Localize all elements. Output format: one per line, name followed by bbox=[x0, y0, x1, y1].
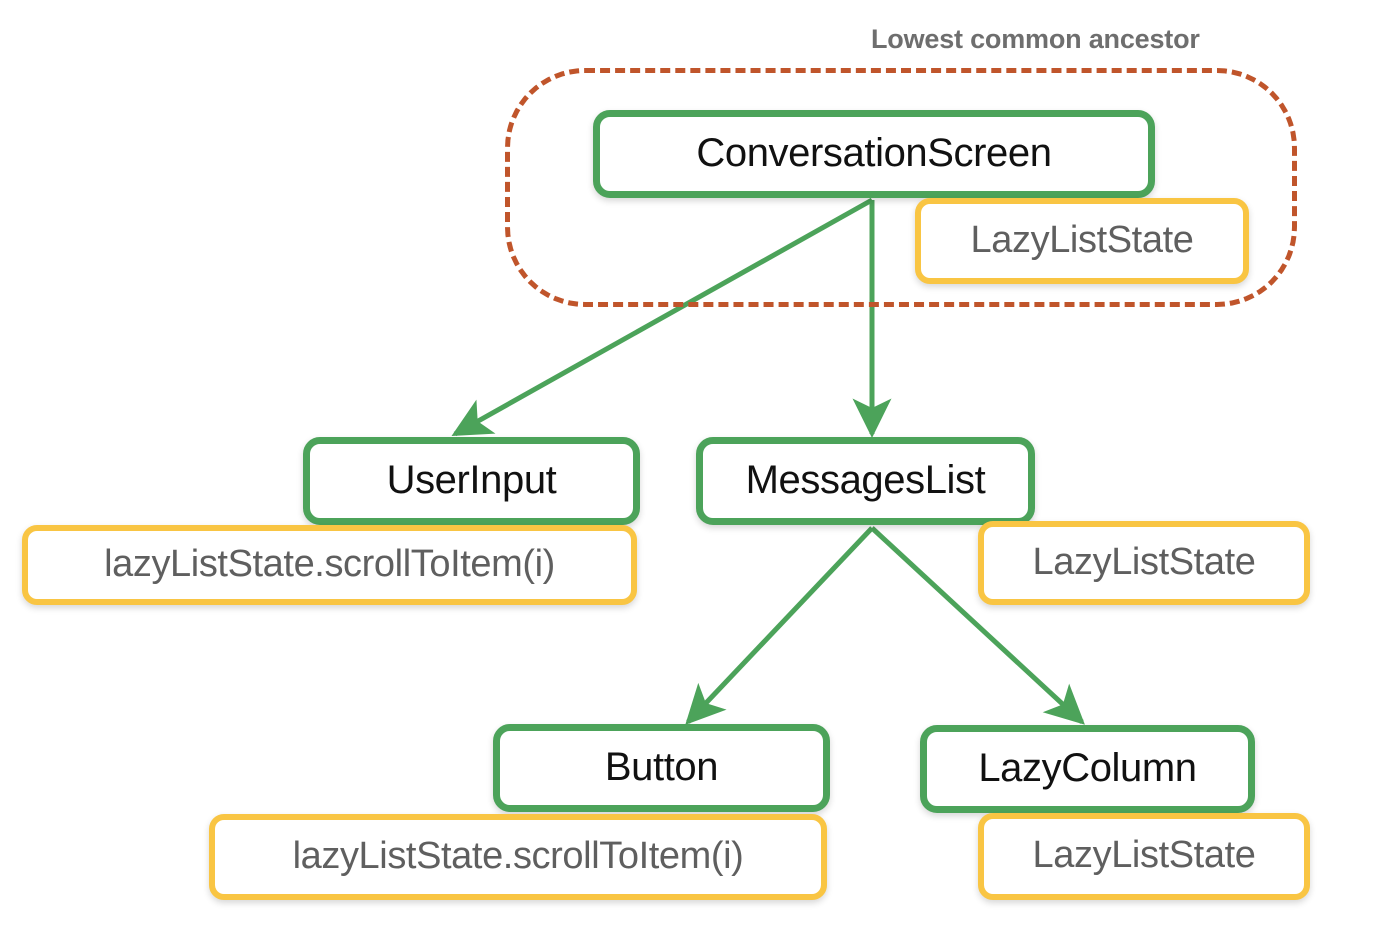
node-userinput[interactable]: UserInput bbox=[303, 437, 640, 525]
node-messageslist-label: MessagesList bbox=[745, 457, 986, 502]
node-conversationscreen-state-label: LazyListState bbox=[970, 218, 1194, 261]
node-userinput-state-label: lazyListState.scrollToItem(i) bbox=[104, 542, 555, 585]
node-conversationscreen[interactable]: ConversationScreen bbox=[593, 110, 1155, 198]
lowest-common-ancestor-region bbox=[505, 68, 1297, 307]
node-lazycolumn-state-label: LazyListState bbox=[1032, 834, 1256, 876]
node-userinput-label: UserInput bbox=[386, 457, 557, 502]
edge-messageslist-button bbox=[685, 526, 874, 725]
node-button[interactable]: Button bbox=[493, 724, 830, 812]
node-userinput-state[interactable]: lazyListState.scrollToItem(i) bbox=[22, 525, 637, 605]
node-messageslist-state[interactable]: LazyListState bbox=[978, 521, 1310, 605]
node-lazycolumn-state[interactable]: LazyListState bbox=[978, 813, 1310, 900]
node-conversationscreen-state[interactable]: LazyListState bbox=[915, 198, 1249, 284]
node-messageslist-state-label: LazyListState bbox=[1032, 540, 1256, 583]
node-messageslist[interactable]: MessagesList bbox=[696, 437, 1035, 525]
node-button-label: Button bbox=[604, 744, 719, 789]
node-button-state-label: lazyListState.scrollToItem(i) bbox=[292, 834, 744, 877]
node-lazycolumn-label: LazyColumn bbox=[978, 745, 1197, 790]
node-conversationscreen-label: ConversationScreen bbox=[696, 130, 1052, 175]
lowest-common-ancestor-caption: Lowest common ancestor bbox=[871, 24, 1200, 54]
node-button-state[interactable]: lazyListState.scrollToItem(i) bbox=[209, 814, 827, 900]
node-lazycolumn[interactable]: LazyColumn bbox=[920, 725, 1255, 813]
